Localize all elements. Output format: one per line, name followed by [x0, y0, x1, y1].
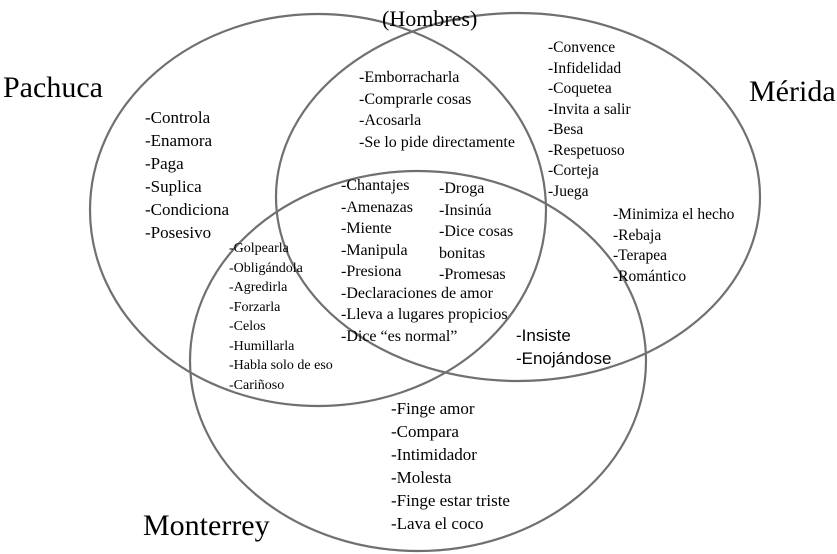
region-item: -Habla solo de eso [229, 358, 333, 373]
region-item: -Lleva a lugares propicios [341, 306, 508, 323]
region-item: -Suplica [145, 177, 202, 196]
region-item: -Besa [548, 121, 584, 138]
center-list-left: -Chantajes -Amenazas -Miente -Manipula -Pres… [341, 175, 508, 347]
pachuca-circle [88, 12, 548, 408]
region-item: -Forzarla [229, 299, 281, 315]
region-item: bonitas [439, 244, 486, 262]
region-item: -Finge amor [391, 399, 475, 418]
region-item: -Emborracharla [359, 69, 460, 86]
region-item: -Humillarla [229, 338, 295, 354]
monterrey-circle [188, 169, 648, 553]
region-item: -Convence [548, 39, 616, 56]
region-item: -Invita a salir [548, 100, 631, 118]
region-item: -Romántico [613, 267, 687, 285]
region-item: -Lava el coco [391, 514, 484, 533]
merida-monterrey-list-1: -Minimiza el hecho -Rebaja -Terapea -Románt… [613, 205, 734, 287]
region-item: -Droga [439, 180, 485, 197]
merida-circle [274, 11, 762, 383]
region-item: -Juega [548, 182, 589, 200]
region-item: -Presiona [341, 263, 402, 280]
region-item: -Paga [145, 154, 184, 173]
region-item: -Celos [229, 319, 266, 334]
region-item: -Condiciona [145, 200, 230, 219]
region-item: -Coquetea [548, 80, 612, 97]
region-item: -Dice “es normal” [341, 327, 458, 345]
region-item: -Corteja [548, 162, 599, 179]
region-item: -Respetuoso [548, 141, 625, 159]
region-item: -Dice cosas [439, 223, 514, 240]
monterrey-only-list: -Finge amor -Compara -Intimidador -Molesta -… [391, 397, 510, 535]
pachuca-monterrey-list: -Golpearla -Obligándola -Agredirla -Forzarl… [229, 239, 333, 395]
region-item: -Chantajes [341, 177, 410, 194]
region-item: -Amenazas [341, 198, 413, 216]
region-item: -Miente [341, 220, 392, 237]
region-item: -Terapea [613, 247, 667, 264]
region-item: -Manipula [341, 241, 408, 259]
region-item: -Enamora [145, 131, 213, 150]
region-item: -Compara [391, 422, 459, 441]
region-item: -Insiste [516, 326, 571, 345]
region-item: -Intimidador [391, 445, 477, 464]
region-item: -Controla [145, 108, 211, 127]
pachuca-merida-list: -Emborracharla -Comprarle cosas -Acosarla -… [359, 67, 515, 153]
merida-only-list: -Convence -Infidelidad -Coquetea -Invita a … [548, 38, 631, 202]
region-item: -Comprarle cosas [359, 90, 472, 108]
region-item: -Posesivo [145, 223, 212, 242]
merida-monterrey-list-2: -Insiste -Enojándose [516, 324, 611, 370]
region-item: -Obligándola [229, 260, 303, 276]
center-list-right: -Droga -Insinúa -Dice cosas bonitas -Promesa… [439, 178, 513, 286]
region-item: -Insinúa [439, 201, 492, 219]
pachuca-only-list: -Controla -Enamora -Paga -Suplica -Condicion… [145, 106, 229, 244]
region-item: -Declaraciones de amor [341, 284, 493, 302]
region-item: -Minimiza el hecho [613, 206, 735, 223]
region-item: -Rebaja [613, 226, 662, 244]
region-item: -Golpearla [229, 241, 289, 256]
region-item: -Finge estar triste [391, 491, 510, 510]
hombres-label: (Hombres) [382, 6, 478, 31]
region-item: -Enojándose [516, 349, 612, 368]
region-item: -Agredirla [229, 280, 288, 295]
region-item: -Acosarla [359, 112, 422, 129]
region-item: -Infidelidad [548, 59, 622, 77]
region-item: -Promesas [439, 266, 506, 283]
region-item: -Molesta [391, 468, 452, 487]
pachuca-label: Pachuca [3, 71, 103, 104]
monterrey-label: Monterrey [143, 509, 270, 542]
merida-label: Mérida [749, 75, 836, 108]
region-item: -Cariñoso [229, 377, 285, 393]
region-item: -Se lo pide directamente [359, 133, 515, 151]
